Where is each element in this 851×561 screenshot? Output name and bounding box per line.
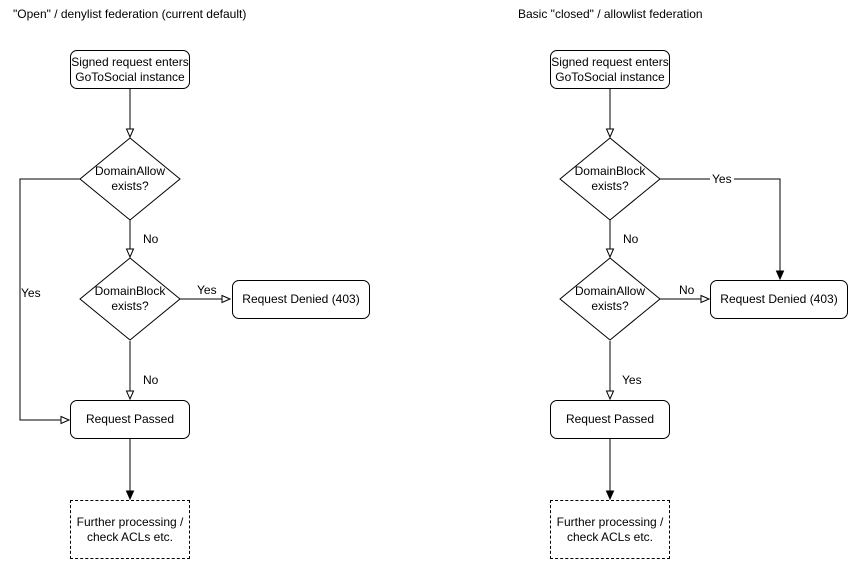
edge-label-no: No <box>623 232 639 246</box>
request-denied-node: Request Denied (403) <box>710 280 848 319</box>
decision-label-domainallow: DomainAllow exists? <box>574 284 646 313</box>
decision-diamond-domainblock <box>559 137 661 221</box>
chart-title: Basic "closed" / allowlist federation <box>518 7 703 21</box>
edge-label-yes: Yes <box>710 172 734 186</box>
further-processing-node: Further processing / check ACLs etc. <box>70 500 190 559</box>
decision-diamond-domainallow <box>79 137 181 221</box>
edge-domainallow-yes-to-passed <box>19 178 80 420</box>
request-denied-node: Request Denied (403) <box>232 280 370 319</box>
edge-label-no: No <box>679 283 695 297</box>
edge-label-yes: Yes <box>21 286 41 300</box>
decision-diamond-domainallow <box>559 257 661 341</box>
request-passed-node: Request Passed <box>70 400 190 439</box>
edge-label-yes: Yes <box>622 373 642 387</box>
edge-label-no: No <box>143 373 159 387</box>
start-node: Signed request enters GoToSocial instanc… <box>550 50 670 89</box>
decision-label-domainallow: DomainAllow exists? <box>94 164 166 193</box>
decision-label-domainblock: DomainBlock exists? <box>94 284 166 313</box>
edge-label-yes: Yes <box>197 283 217 297</box>
request-passed-node: Request Passed <box>550 400 670 439</box>
decision-label-domainblock: DomainBlock exists? <box>574 164 646 193</box>
start-node: Signed request enters GoToSocial instanc… <box>70 50 190 89</box>
decision-diamond-domainblock <box>79 257 181 341</box>
further-processing-node: Further processing / check ACLs etc. <box>550 500 670 559</box>
chart-title: "Open" / denylist federation (current de… <box>13 7 247 21</box>
edge-label-no: No <box>143 232 159 246</box>
edge-domainblock-yes-to-denied <box>660 178 780 279</box>
